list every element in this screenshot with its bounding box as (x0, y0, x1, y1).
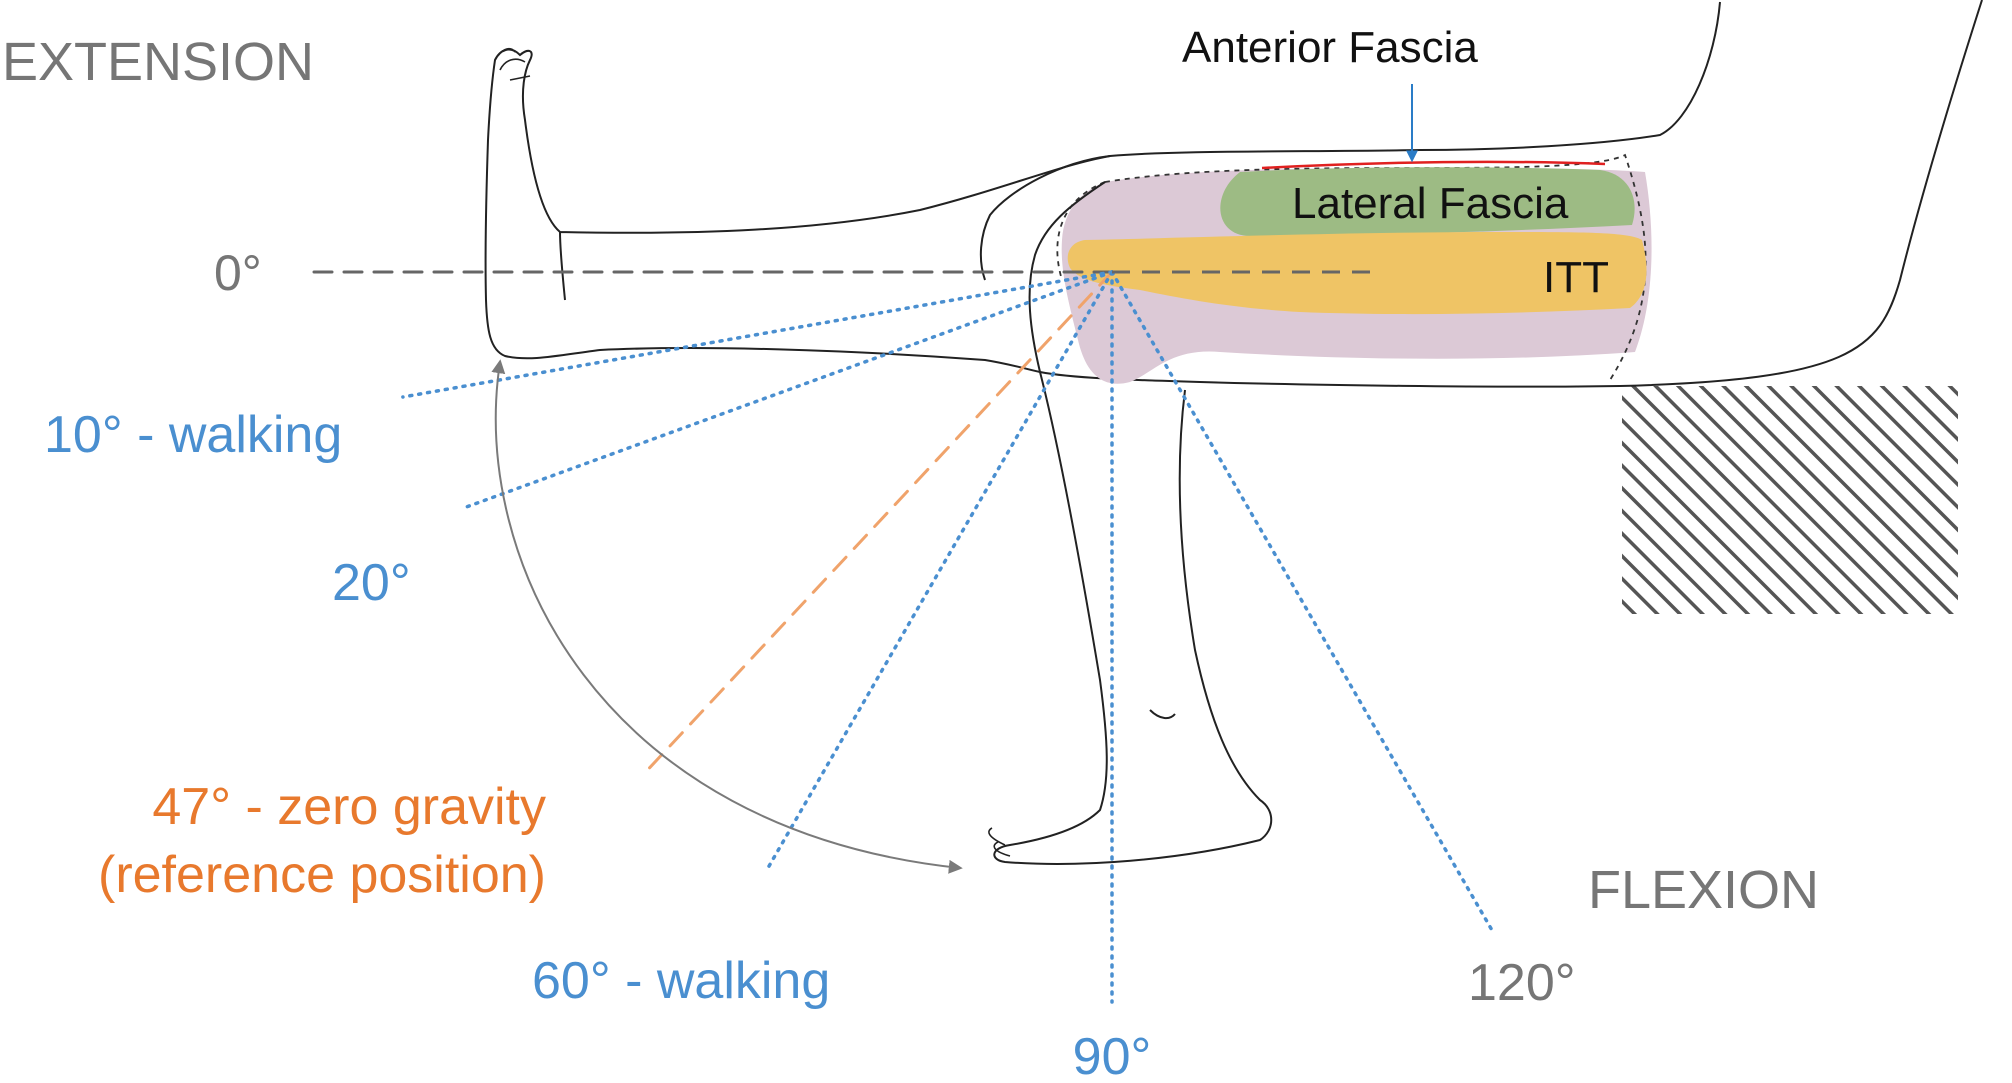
torso-outline (1419, 0, 1983, 387)
angle-label-20: 20° (332, 554, 411, 612)
angle-line-20 (461, 270, 1114, 510)
anterior-fascia-label: Anterior Fascia (1182, 23, 1478, 72)
knee-outline (1028, 181, 1106, 373)
anterior-fascia-line (1261, 160, 1606, 170)
angle-line-47 (646, 270, 1114, 771)
angle-line-60 (765, 270, 1114, 872)
extended-foot-toes (494, 48, 531, 81)
lateral-fascia-label: Lateral Fascia (1292, 179, 1569, 228)
itt-label: ITT (1543, 253, 1609, 302)
seat-block (1622, 386, 1958, 614)
extended-leg-outline (484, 48, 1111, 373)
angle-label-0: 0° (214, 245, 262, 301)
flexed-leg-outline (993, 371, 1273, 865)
lateral-fascia-region (1220, 167, 1635, 236)
angle-label-120: 120° (1468, 954, 1576, 1012)
angle-label-60: 60° - walking (532, 952, 830, 1010)
angle-line-10 (401, 270, 1114, 399)
angle-label-90: 90° (1073, 1028, 1152, 1083)
angle-line-120 (1110, 270, 1494, 932)
angle-label-47: 47° - zero gravity (152, 778, 546, 836)
angle-label-47-sub: (reference position) (98, 846, 546, 904)
flexion-arc-arrow (491, 359, 963, 874)
flexion-label: FLEXION (1588, 860, 1819, 920)
extension-label: EXTENSION (2, 32, 314, 92)
flexed-foot-toes (988, 827, 1011, 857)
angle-label-10: 10° - walking (44, 406, 342, 464)
